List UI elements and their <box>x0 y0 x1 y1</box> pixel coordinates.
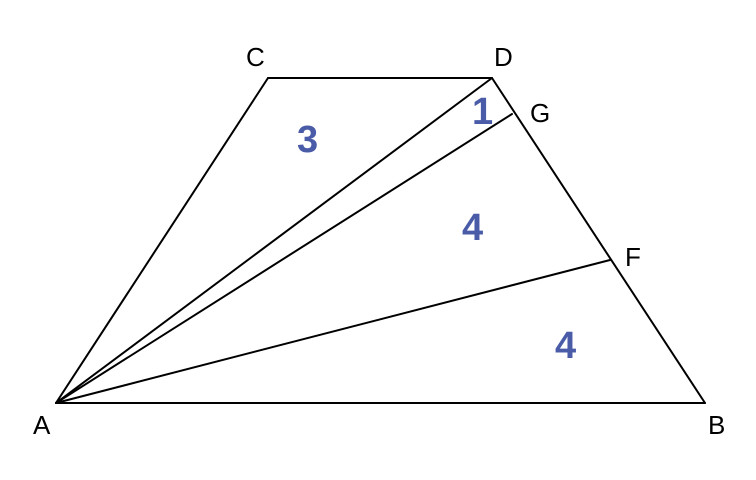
segment-ad <box>55 77 493 404</box>
vertex-label-b: B <box>708 410 725 440</box>
area-label-adg: 1 <box>472 91 493 133</box>
vertex-label-a: A <box>33 410 51 440</box>
segment-af <box>55 259 611 404</box>
area-label-agf: 4 <box>462 207 483 249</box>
vertex-label-f: F <box>625 242 641 272</box>
vertex-label-c: C <box>246 42 265 72</box>
vertex-label-d: D <box>494 42 513 72</box>
area-label-afb: 4 <box>555 325 576 367</box>
edge-ca <box>55 77 269 404</box>
edge-bd <box>491 77 706 404</box>
segment-ag <box>55 113 513 404</box>
area-label-acd: 3 <box>297 119 318 161</box>
vertex-label-g: G <box>530 98 550 128</box>
